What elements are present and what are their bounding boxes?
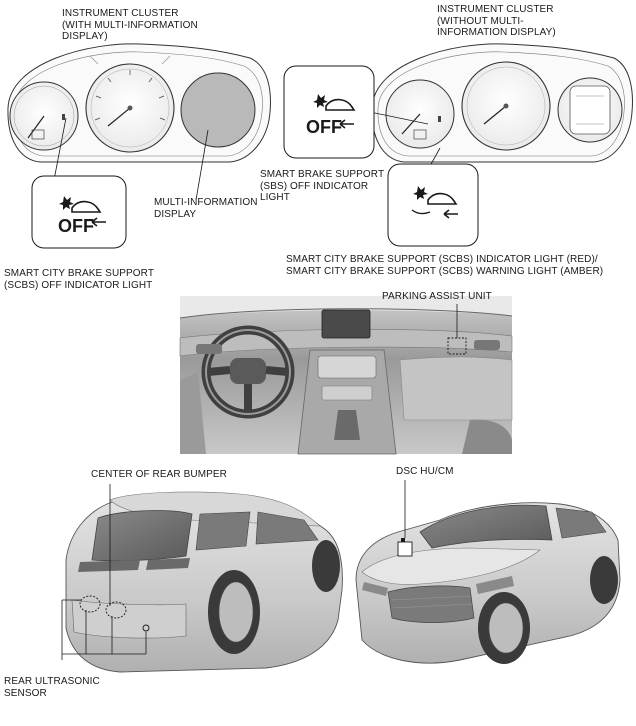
label-parking-assist-unit: PARKING ASSIST UNIT xyxy=(382,291,492,302)
tachometer-gauge-right xyxy=(385,79,455,149)
multi-information-display-screen xyxy=(180,72,256,148)
sbs-off-indicator-icon: OFF xyxy=(306,94,356,137)
tachometer-gauge xyxy=(9,81,79,151)
label-rear-ultrasonic-sensor: REAR ULTRASONIC SENSOR xyxy=(4,676,100,699)
scbs-off-indicator-icon: OFF xyxy=(58,196,106,236)
front-vehicle-view xyxy=(355,480,621,664)
label-scbs-indicator-warning: SMART CITY BRAKE SUPPORT (SCBS) INDICATO… xyxy=(286,254,604,277)
instrument-cluster-without-mid xyxy=(371,43,633,163)
rear-sensor-2 xyxy=(105,601,127,619)
mid-leader-line xyxy=(195,129,209,201)
instrument-cluster-with-mid xyxy=(7,43,271,163)
label-cluster-without-mid: INSTRUMENT CLUSTER (WITHOUT MULTI- INFOR… xyxy=(437,4,556,38)
off-text-right: OFF xyxy=(306,117,342,137)
label-multi-information-display: MULTI-INFORMATION DISPLAY xyxy=(154,197,258,220)
fuel-temp-display xyxy=(557,77,623,143)
speedometer-gauge xyxy=(85,63,175,153)
scbs-indicator-icon xyxy=(411,186,458,219)
label-cluster-with-mid: INSTRUMENT CLUSTER (WITH MULTI-INFORMATI… xyxy=(62,8,198,42)
rear-sensor-3 xyxy=(142,624,150,632)
label-dsc-hu-cm: DSC HU/CM xyxy=(396,466,454,477)
dsc-hu-cm-marker xyxy=(397,480,413,557)
label-sbs-off-light: SMART BRAKE SUPPORT (SBS) OFF INDICATOR … xyxy=(260,169,385,203)
dashboard-interior-view xyxy=(179,296,513,455)
label-scbs-off-light: SMART CITY BRAKE SUPPORT (SCBS) OFF INDI… xyxy=(4,268,155,291)
label-center-rear-bumper: CENTER OF REAR BUMPER xyxy=(91,469,228,480)
speedometer-gauge-right xyxy=(461,61,551,151)
scbs-off-callout-left: OFF xyxy=(31,117,127,249)
steering-wheel xyxy=(201,325,295,419)
rear-sensor-1 xyxy=(79,595,101,613)
scbs-indicator-callout xyxy=(387,147,479,247)
sbs-off-callout: OFF xyxy=(283,65,429,159)
rear-vehicle-view xyxy=(61,484,343,673)
off-text-left: OFF xyxy=(58,216,94,236)
